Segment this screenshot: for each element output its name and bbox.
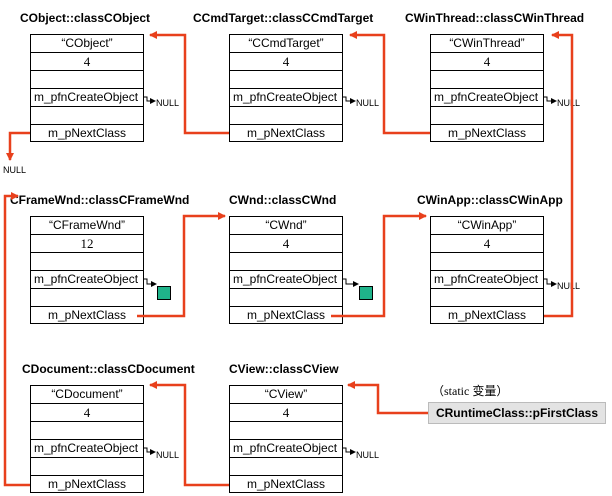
next-class-field: m_pNextClass — [47, 126, 127, 140]
pfn-arrow — [343, 96, 356, 104]
next-class-field: m_pNextClass — [246, 126, 326, 140]
class-name-field: “CView” — [230, 386, 342, 404]
struct-cwinthread: “CWinThread” 4 m_pfnCreateObject m_pNext… — [430, 34, 544, 142]
next-arrow — [137, 212, 226, 318]
pfn-arrow — [144, 278, 157, 287]
struct-cwinapp: “CWinApp” 4 m_pfnCreateObject m_pNextCla… — [430, 216, 544, 324]
create-object-function-marker — [157, 286, 171, 300]
title-cwnd: CWnd::classCWnd — [229, 193, 337, 207]
class-name-field: “CWinApp” — [431, 217, 543, 235]
struct-cdocument: “CDocument” 4 m_pfnCreateObject m_pNextC… — [30, 385, 144, 493]
title-cframewnd: CFrameWnd::classCFrameWnd — [10, 193, 190, 207]
class-name-field: “CWinThread” — [431, 35, 543, 53]
class-name-field: “CWnd” — [230, 217, 342, 235]
pfn-create-object-field: m_pfnCreateObject — [230, 440, 342, 458]
next-class-field: m_pNextClass — [447, 126, 527, 140]
title-cview: CView::classCView — [229, 362, 339, 376]
object-size-field: 4 — [431, 53, 543, 71]
object-size-field: 12 — [31, 235, 143, 253]
object-size-field: 4 — [31, 404, 143, 422]
next-class-field: m_pNextClass — [47, 308, 127, 322]
title-cobject: CObject::classCObject — [20, 11, 151, 25]
pfn-null-label: NULL — [356, 98, 380, 108]
base-class-field — [431, 107, 543, 125]
title-ccmdtarget: CCmdTarget::classCCmdTarget — [193, 11, 374, 25]
pfn-null-label: NULL — [356, 450, 380, 460]
first-class-arrow — [347, 381, 428, 415]
create-object-function-marker — [359, 286, 373, 300]
schema-field — [31, 71, 143, 89]
class-name-field: “CDocument” — [31, 386, 143, 404]
pfn-arrow — [544, 278, 557, 287]
pfn-null-label: NULL — [156, 98, 180, 108]
pfn-null-label: NULL — [156, 450, 180, 460]
pfn-arrow — [144, 96, 156, 104]
schema-field — [31, 422, 143, 440]
pfn-create-object-field: m_pfnCreateObject — [230, 89, 342, 107]
next-arrow — [349, 31, 430, 135]
next-arrow — [544, 31, 574, 318]
schema-field — [431, 71, 543, 89]
base-class-field — [431, 289, 543, 307]
pfn-arrow — [343, 447, 356, 455]
next-arrow — [331, 212, 427, 318]
next-arrow — [149, 31, 229, 135]
pfn-create-object-field: m_pfnCreateObject — [230, 271, 342, 289]
title-cdocument: CDocument::classCDocument — [22, 362, 195, 376]
pfn-arrow — [144, 447, 156, 455]
struct-ccmdtarget: “CCmdTarget” 4 m_pfnCreateObject m_pNext… — [229, 34, 343, 142]
class-name-field: “CFrameWnd” — [31, 217, 143, 235]
title-cwinthread: CWinThread::classCWinThread — [405, 11, 585, 25]
class-name-field: “CObject” — [31, 35, 143, 53]
end-null-label: NULL — [3, 165, 27, 175]
class-name-field: “CCmdTarget” — [230, 35, 342, 53]
static-variable-note: （static 变量） — [432, 384, 509, 398]
object-size-field: 4 — [230, 53, 342, 71]
next-class-field: m_pNextClass — [447, 308, 527, 322]
base-class-field — [230, 107, 342, 125]
object-size-field: 4 — [431, 235, 543, 253]
pfn-create-object-field: m_pfnCreateObject — [31, 440, 143, 458]
next-arrow — [6, 131, 30, 161]
title-cwinapp: CWinApp::classCWinApp — [417, 193, 563, 207]
pfn-null-label: NULL — [557, 98, 581, 108]
struct-cobject: “CObject” 4 m_pfnCreateObject m_pNextCla… — [30, 34, 144, 142]
schema-field — [230, 422, 342, 440]
schema-field — [431, 253, 543, 271]
base-class-field — [31, 458, 143, 476]
pfn-create-object-field: m_pfnCreateObject — [431, 89, 543, 107]
base-class-field — [31, 289, 143, 307]
struct-cview: “CView” 4 m_pfnCreateObject m_pNextClass — [229, 385, 343, 493]
schema-field — [230, 253, 342, 271]
next-class-field: m_pNextClass — [246, 308, 326, 322]
base-class-field — [230, 289, 342, 307]
first-class-pointer: CRuntimeClass::pFirstClass — [428, 402, 606, 424]
base-class-field — [230, 458, 342, 476]
next-arrow — [149, 381, 229, 487]
next-arrow — [3, 192, 30, 487]
struct-cwnd: “CWnd” 4 m_pfnCreateObject m_pNextClass — [229, 216, 343, 324]
base-class-field — [31, 107, 143, 125]
schema-field — [31, 253, 143, 271]
pfn-arrow — [343, 278, 359, 287]
pfn-create-object-field: m_pfnCreateObject — [31, 271, 143, 289]
pfn-null-label: NULL — [557, 281, 581, 291]
struct-cframewnd: “CFrameWnd” 12 m_pfnCreateObject m_pNext… — [30, 216, 144, 324]
object-size-field: 4 — [230, 404, 342, 422]
pfn-create-object-field: m_pfnCreateObject — [31, 89, 143, 107]
object-size-field: 4 — [31, 53, 143, 71]
pfn-create-object-field: m_pfnCreateObject — [431, 271, 543, 289]
next-class-field: m_pNextClass — [47, 477, 127, 491]
pfn-arrow — [544, 96, 557, 104]
object-size-field: 4 — [230, 235, 342, 253]
next-class-field: m_pNextClass — [246, 477, 326, 491]
schema-field — [230, 71, 342, 89]
